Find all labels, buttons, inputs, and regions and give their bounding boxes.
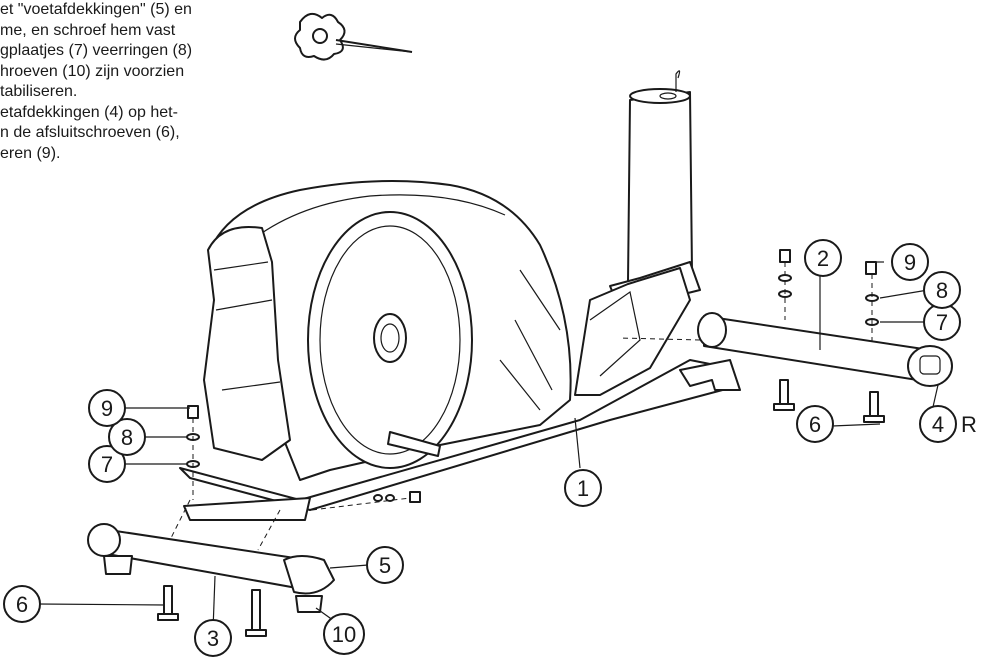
rear-stabilizer <box>619 312 953 387</box>
callout-6-rear: 6 <box>809 412 821 437</box>
callout-1: 1 <box>577 476 589 501</box>
callout-9-front: 9 <box>101 396 113 421</box>
instruction-line: etafdekkingen (4) op het- <box>0 103 178 121</box>
front-console <box>183 226 311 521</box>
hardware-stacks <box>169 249 879 551</box>
callouts: 1 2 3 4 R 5 6 6 7 7 8 8 9 <box>3 239 977 657</box>
callout-4: 4 <box>932 412 944 437</box>
front-stabilizer <box>87 523 335 613</box>
instruction-line: tabiliseren. <box>0 83 78 100</box>
instructions-text: et "voetafdekkingen" (5) en me, en schro… <box>0 0 270 164</box>
callout-7-rear: 7 <box>936 310 948 335</box>
instruction-line: me, en schroef hem vast <box>0 21 176 39</box>
instruction-line: hroeven (10) zijn voorzien <box>0 62 185 80</box>
callout-4-suffix: R <box>961 412 977 437</box>
foot-cap-left <box>283 555 335 595</box>
flywheel-housing <box>209 180 572 481</box>
main-frame <box>179 267 741 511</box>
allen-wrench-icon <box>294 12 413 61</box>
callout-3: 3 <box>207 626 219 651</box>
instruction-line: et "voetafdekkingen" (5) en <box>0 1 192 18</box>
callout-10: 10 <box>332 622 356 647</box>
instruction-line: gplaatjes (7) veerringen (8) <box>0 42 193 59</box>
instruction-line: eren (9). <box>0 144 61 162</box>
upright-post <box>609 70 701 311</box>
callout-8-rear: 8 <box>936 278 948 303</box>
bolts <box>157 379 885 637</box>
foot-cap-right <box>907 345 953 387</box>
callout-7-front: 7 <box>101 452 113 477</box>
callout-2: 2 <box>817 246 829 271</box>
callout-5: 5 <box>379 553 391 578</box>
callout-9-rear: 9 <box>904 250 916 275</box>
instruction-line: n de afsluitschroeven (6), <box>0 124 180 141</box>
callout-6-front: 6 <box>16 592 28 617</box>
callout-8-front: 8 <box>121 425 133 450</box>
